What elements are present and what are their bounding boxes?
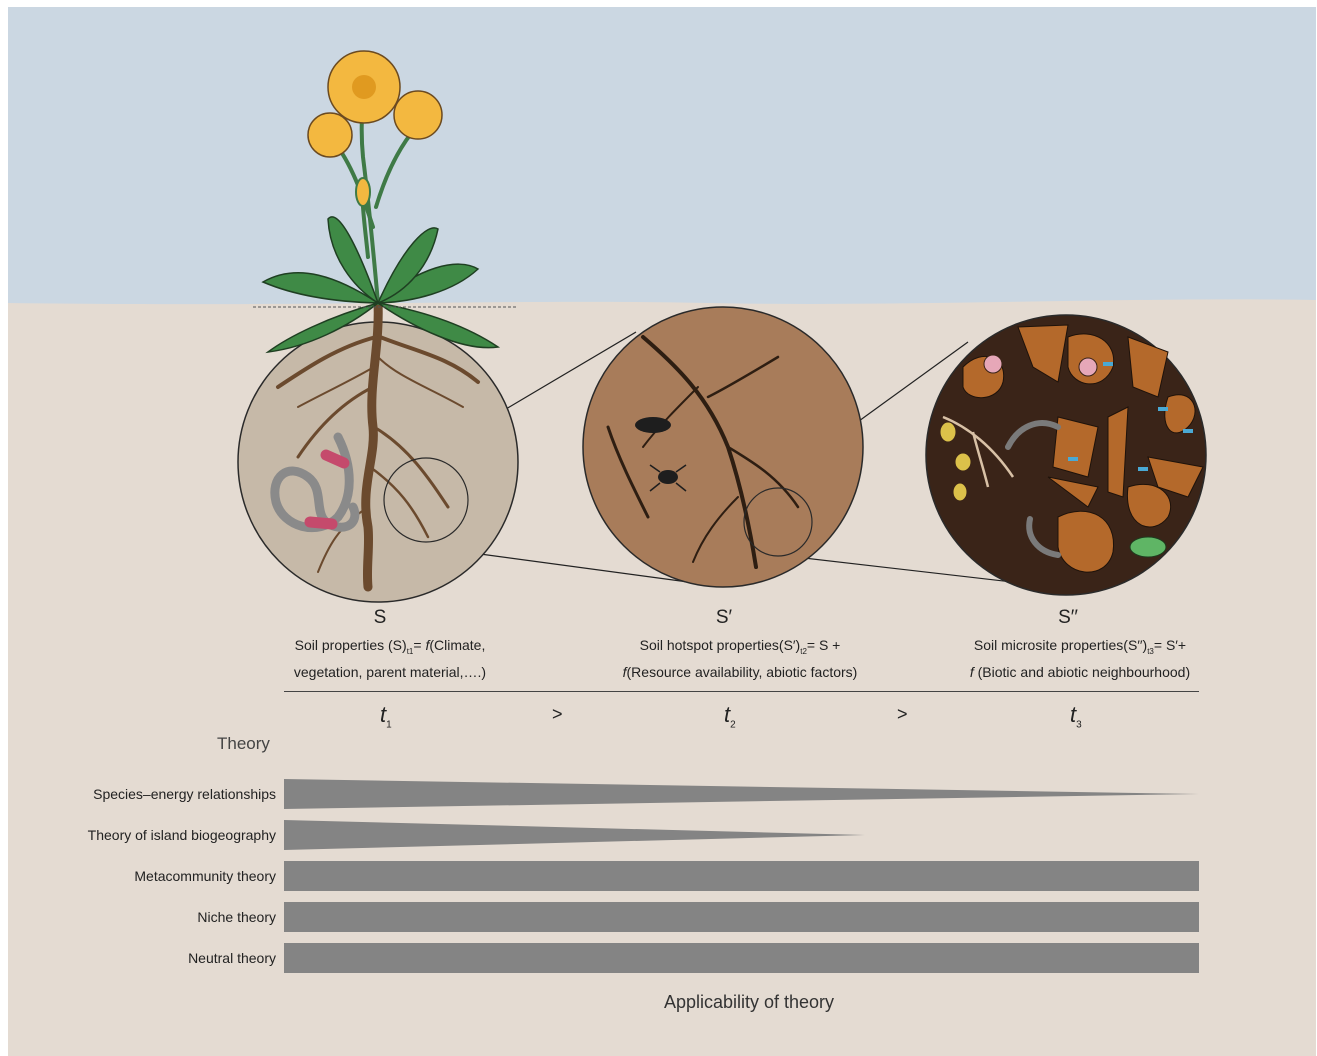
formula-line2: (Resource availability, abiotic factors) <box>627 664 858 680</box>
theory-bar-island-biogeography <box>284 820 865 850</box>
time-subscript: 1 <box>386 719 392 730</box>
theory-heading: Theory <box>217 734 270 754</box>
formula-prefix: Soil hotspot properties(S′) <box>640 637 801 653</box>
scale-symbol-s-double-prime: S′′ <box>1008 607 1128 629</box>
scale-formula-s-double-prime: Soil microsite properties(S′′)t3= S′+ f … <box>940 635 1220 683</box>
time-subscript: 2 <box>730 719 736 730</box>
formula-prefix: Soil microsite properties(S′′) <box>974 637 1147 653</box>
formula-line2: (Biotic and abiotic neighbourhood) <box>974 664 1190 680</box>
scale-formula-s-prime: Soil hotspot properties(S′)t2= S + f(Res… <box>590 635 890 683</box>
theory-bar-species-energy <box>284 779 1199 809</box>
formula-equals: = <box>413 637 425 653</box>
scale-formula-s: Soil properties (S)t1= f(Climate, vegeta… <box>270 635 510 683</box>
time-subscript: 3 <box>1076 719 1082 730</box>
theory-bar-neutral <box>284 943 1199 973</box>
formula-line2: vegetation, parent material,….) <box>294 664 486 680</box>
soil-circle-hotspot <box>583 307 863 587</box>
formula-subscript: t2 <box>800 647 807 656</box>
time-label-t1: t1 <box>380 702 392 730</box>
scale-symbol-s-prime: S′ <box>664 607 784 629</box>
soil-scale-illustration <box>8 7 1316 607</box>
scale-symbol-s: S <box>320 607 440 629</box>
timeline-axis <box>284 691 1199 692</box>
formula-prefix: Soil properties (S) <box>295 637 407 653</box>
formula-equals: = S′+ <box>1154 637 1186 653</box>
time-separator-2: > <box>897 704 908 725</box>
sky-area <box>8 7 1316 304</box>
soil-circle-microsite <box>926 315 1206 595</box>
theory-bar-niche <box>284 902 1199 932</box>
applicability-axis-caption: Applicability of theory <box>8 992 1316 1013</box>
theory-applicability-bars <box>8 767 1316 982</box>
formula-equals: = S + <box>807 637 840 653</box>
theory-bar-metacommunity <box>284 861 1199 891</box>
time-separator-1: > <box>552 704 563 725</box>
time-label-t2: t2 <box>724 702 736 730</box>
formula-rest: (Climate, <box>429 637 485 653</box>
formula-subscript: t3 <box>1147 647 1154 656</box>
time-label-t3: t3 <box>1070 702 1082 730</box>
figure-panel: S Soil properties (S)t1= f(Climate, vege… <box>8 7 1316 1056</box>
